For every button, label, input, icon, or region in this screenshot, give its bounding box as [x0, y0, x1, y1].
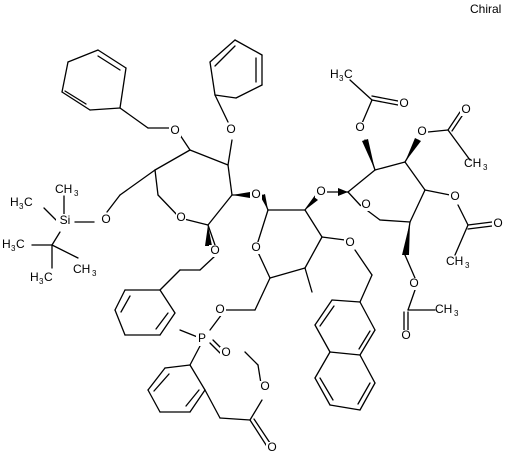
atom-o-ring-right: O [361, 197, 370, 211]
atom-o-ring-middle: O [251, 240, 260, 254]
atom-si: Si [60, 213, 71, 227]
atom-o-benzyl-upper-left: O [170, 123, 179, 137]
atom-o-acetyl-4-ether: O [450, 189, 459, 203]
methyl-acetyl-6-sub: 3 [454, 309, 459, 318]
atom-o-methylene: O [215, 302, 224, 316]
atom-o-acetyl-2-carbonyl: O [399, 96, 408, 110]
methyl-si-top-sub: 3 [74, 189, 79, 198]
atom-o-acetyl-3-carbonyl: O [461, 102, 470, 116]
atom-o-ester-carbonyl: O [267, 440, 276, 454]
methyl-tbu-left-c: C [16, 237, 25, 251]
atom-o-silyl: O [101, 212, 110, 226]
methyl-acetyl-2-c: C [344, 67, 353, 81]
methyl-tbu-bottom-sub: 3 [39, 277, 44, 286]
atom-o-acetyl-2-ether: O [355, 120, 364, 134]
methyl-acetyl-3-sub: 3 [483, 163, 488, 172]
atom-o-phosphoryl: O [221, 345, 230, 359]
atom-o-glyco-right: O [316, 184, 325, 198]
atom-labels: O O O O O O O O O O O O O O O O O [56, 96, 504, 454]
methyl-acetyl-2-h: H [330, 67, 339, 81]
methyl-acetyl-4-sub: 3 [465, 261, 470, 270]
methyl-tbu-bottom-h: H [30, 270, 39, 284]
methyl-labels: CH 3 H 3 C H 3 C H 3 C CH 3 H 3 C CH 3 C… [2, 67, 488, 318]
atom-o-ester-ether: O [260, 379, 269, 393]
methyl-tbu-right: CH [73, 262, 90, 276]
atom-o-benzyl-upper-right: O [226, 122, 235, 136]
atom-o-glyco-left: O [251, 187, 260, 201]
methyl-tbu-left-h: H [2, 237, 11, 251]
methyl-si-top: CH [55, 182, 72, 196]
methyl-acetyl-2-sub: 3 [339, 74, 344, 83]
atom-o-acetyl-6-ether: O [409, 276, 418, 290]
atom-o-acetyl-6-carbonyl: O [401, 328, 410, 342]
methyl-tbu-right-sub: 3 [92, 269, 97, 278]
atom-o-naphthyl: O [345, 235, 354, 249]
methyl-acetyl-4: CH [446, 254, 463, 268]
atom-o-acetyl-4-carbonyl: O [493, 216, 502, 230]
methyl-acetyl-6: CH [435, 302, 452, 316]
methyl-acetyl-3: CH [464, 156, 481, 170]
methyl-si-left-c: C [24, 195, 33, 209]
stereo-wedges [205, 138, 421, 255]
atom-o-ring-left: O [176, 210, 185, 224]
atom-o-acetyl-3-ether: O [417, 124, 426, 138]
methyl-si-left-h: H [10, 195, 19, 209]
methyl-tbu-bottom-c: C [44, 270, 53, 284]
atom-p: P [198, 331, 206, 345]
methyl-tbu-left-sub: 3 [11, 244, 16, 253]
atom-o-anomeric: O [210, 243, 219, 257]
methyl-si-left-sub: 3 [19, 202, 24, 211]
chiral-flag: Chiral [470, 2, 502, 16]
